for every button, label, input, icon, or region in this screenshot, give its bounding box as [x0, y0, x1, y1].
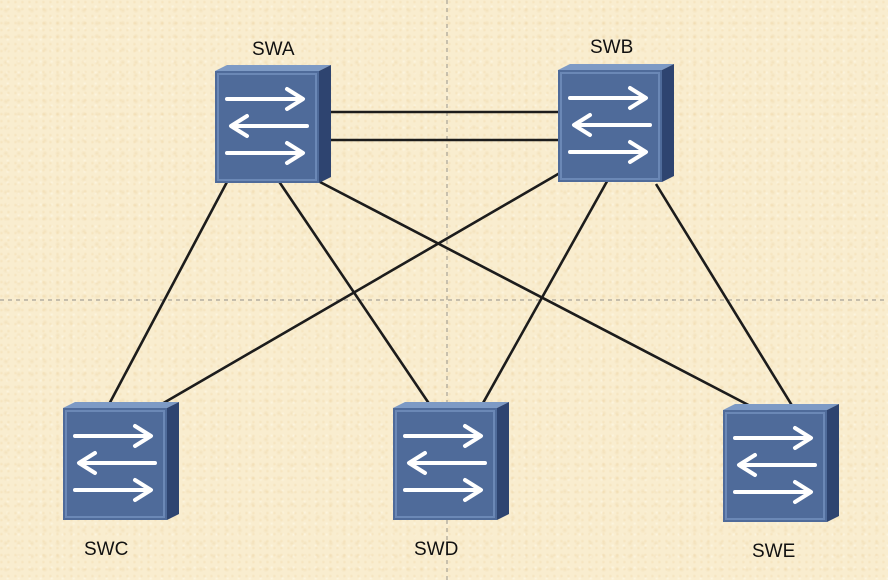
switch-icon: [213, 63, 333, 185]
link-swa-swe: [319, 180, 759, 412]
label-swd: SWD: [414, 539, 458, 560]
switch-icon: [556, 62, 676, 184]
label-swe: SWE: [752, 541, 795, 562]
switch-swb[interactable]: [556, 62, 676, 184]
switch-icon: [721, 402, 841, 524]
link-swb-swe: [654, 183, 798, 413]
switch-icon: [391, 400, 511, 522]
switch-swd[interactable]: [391, 400, 511, 522]
switch-swa[interactable]: [213, 63, 333, 185]
label-swb: SWB: [590, 37, 633, 58]
switch-swe[interactable]: [721, 402, 841, 524]
link-swa-swd: [276, 179, 434, 409]
link-swa-swc: [104, 164, 238, 411]
links-layer: [104, 110, 798, 414]
link-swb-swc: [147, 168, 566, 414]
label-swc: SWC: [84, 539, 128, 560]
switch-icon: [61, 400, 181, 522]
switch-swc[interactable]: [61, 400, 181, 522]
link-swb-swd: [476, 175, 612, 413]
label-swa: SWA: [252, 39, 295, 60]
